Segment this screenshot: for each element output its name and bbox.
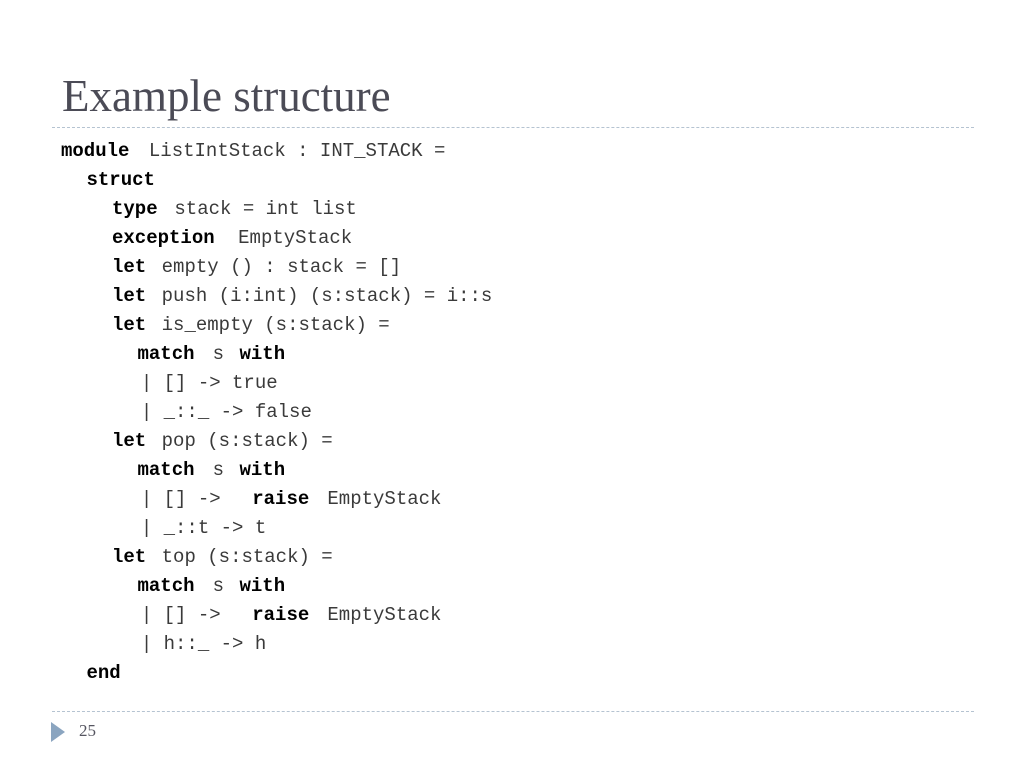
code-text: | h::_ -> h [61, 633, 267, 655]
code-keyword: raise [252, 604, 310, 626]
code-keyword: module [61, 140, 130, 162]
code-text [61, 282, 107, 311]
code-line: module ListIntStack : INT_STACK = [0, 137, 1000, 166]
code-text: | _::t -> t [61, 517, 267, 539]
code-keyword: let [112, 430, 147, 452]
code-line: let pop (s:stack) = [0, 427, 1000, 456]
code-text [61, 224, 107, 253]
code-keyword: struct [86, 169, 155, 191]
code-text: is_empty (s:stack) = [150, 314, 390, 336]
code-keyword: end [86, 662, 121, 684]
code-text [61, 195, 107, 224]
code-text: s [201, 575, 236, 597]
code-text: EmptyStack [316, 604, 442, 626]
triangle-bullet-icon [51, 722, 65, 742]
code-keyword: let [112, 285, 147, 307]
code-text [61, 456, 129, 485]
code-line: | [] -> true [0, 369, 1000, 398]
code-text [61, 543, 107, 572]
code-line: let top (s:stack) = [0, 543, 1000, 572]
code-text: empty () : stack = [] [150, 256, 402, 278]
code-line: | _::_ -> false [0, 398, 1000, 427]
code-text [61, 572, 129, 601]
code-line: | _::t -> t [0, 514, 1000, 543]
code-text: EmptyStack [316, 488, 442, 510]
code-keyword: exception [112, 227, 215, 249]
code-keyword: raise [252, 488, 310, 510]
code-text: s [201, 459, 236, 481]
code-line: exception EmptyStack [0, 224, 1000, 253]
code-text: EmptyStack [226, 227, 353, 249]
code-keyword: type [112, 198, 158, 220]
code-keyword: match [137, 575, 195, 597]
code-block: module ListIntStack : INT_STACK = struct… [0, 137, 1000, 688]
code-line: let push (i:int) (s:stack) = i::s [0, 282, 1000, 311]
code-text [61, 340, 129, 369]
slide-title: Example structure [62, 71, 391, 121]
code-keyword: match [137, 459, 195, 481]
code-text: ListIntStack : INT_STACK = [137, 140, 446, 162]
code-line: struct [0, 166, 1000, 195]
code-text: | _::_ -> false [61, 401, 312, 423]
title-divider [52, 127, 974, 128]
code-keyword: with [239, 575, 286, 597]
code-line: let empty () : stack = [] [0, 253, 1000, 282]
code-text [61, 659, 84, 688]
code-text: | [] -> [61, 488, 233, 510]
code-line: end [0, 659, 1000, 688]
code-text: stack = int list [163, 198, 357, 220]
code-line: | [] -> raise EmptyStack [0, 485, 1000, 514]
code-line: let is_empty (s:stack) = [0, 311, 1000, 340]
code-text [61, 253, 107, 282]
code-text: push (i:int) (s:stack) = i::s [150, 285, 493, 307]
code-line: type stack = int list [0, 195, 1000, 224]
code-text: | [] -> [61, 604, 233, 626]
code-text [61, 311, 107, 340]
code-line: match s with [0, 456, 1000, 485]
code-keyword: let [112, 256, 147, 278]
page-number: 25 [79, 721, 96, 740]
code-keyword: let [112, 314, 147, 336]
code-keyword: with [239, 343, 286, 365]
code-text: top (s:stack) = [150, 546, 333, 568]
code-text [61, 427, 107, 456]
code-keyword: let [112, 546, 147, 568]
code-line: match s with [0, 340, 1000, 369]
code-keyword: with [239, 459, 286, 481]
code-keyword: match [137, 343, 195, 365]
code-line: | [] -> raise EmptyStack [0, 601, 1000, 630]
code-line: | h::_ -> h [0, 630, 1000, 659]
code-text: s [201, 343, 236, 365]
code-line: match s with [0, 572, 1000, 601]
footer-divider [52, 711, 974, 712]
code-text: | [] -> true [61, 372, 278, 394]
code-text: pop (s:stack) = [150, 430, 333, 452]
code-text [61, 166, 84, 195]
